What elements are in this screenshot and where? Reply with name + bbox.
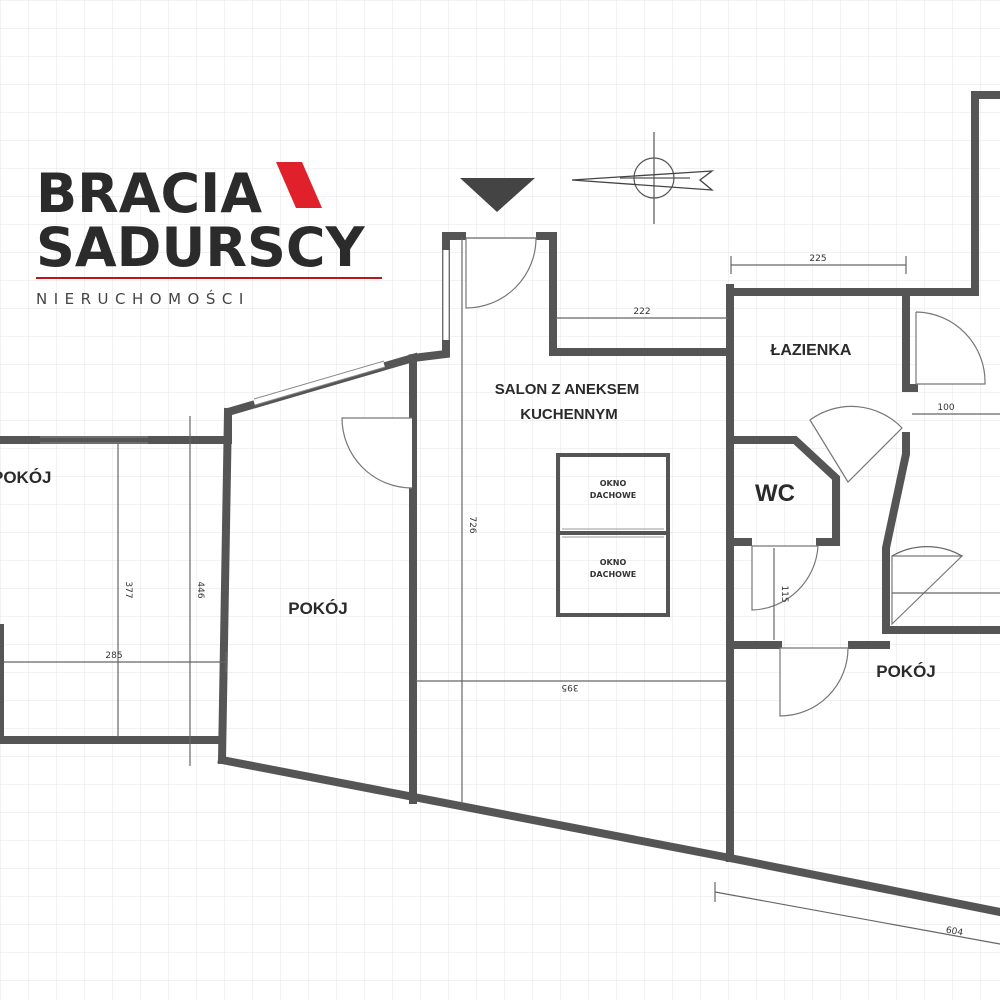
wc-door (751, 545, 819, 611)
doors (341, 237, 986, 717)
bathroom-door (809, 405, 903, 483)
compass-north-icon (571, 132, 715, 224)
middle-room-door (341, 417, 413, 489)
dim-115: 115 (779, 585, 789, 602)
skylight-1-line1: OKNO (600, 479, 627, 488)
room-salon-line1: SALON Z ANEKSEM (495, 381, 639, 398)
skylight-1-line2: DACHOWE (590, 491, 637, 500)
room-middle: POKÓJ (288, 599, 348, 618)
dim-377: 377 (123, 581, 133, 598)
dim-100: 100 (937, 403, 954, 413)
room-left: POKÓJ (0, 468, 52, 487)
logo-slash-icon (276, 162, 322, 208)
entrance-door (465, 237, 537, 309)
right-room-door (779, 647, 849, 717)
skylight-2-line1: OKNO (600, 558, 627, 567)
room-bathroom: ŁAZIENKA (771, 342, 852, 359)
logo-line2: SADURSCY (36, 216, 365, 279)
logo: BRACIA SADURSCY NIERUCHOMOŚCI (36, 162, 382, 308)
room-right: POKÓJ (876, 662, 936, 681)
logo-tagline: NIERUCHOMOŚCI (36, 289, 250, 308)
dim-604: 604 (945, 926, 964, 939)
wall-windows (40, 250, 450, 444)
skylight-2-line2: DACHOWE (590, 570, 637, 579)
hall-door (915, 311, 986, 385)
logo-line1: BRACIA (36, 162, 262, 225)
dim-225: 225 (809, 254, 826, 264)
dim-726: 726 (467, 516, 477, 533)
entrance-arrow-icon (460, 178, 535, 212)
dim-395: 395 (561, 682, 578, 692)
room-salon-line2: KUCHENNYM (520, 406, 618, 423)
dimension-lines (4, 238, 1000, 945)
dim-285: 285 (105, 651, 122, 661)
dim-222: 222 (633, 307, 650, 317)
side-door (891, 555, 964, 626)
skylights: OKNO DACHOWE OKNO DACHOWE (556, 453, 670, 617)
dim-446: 446 (195, 581, 205, 598)
room-wc: WC (755, 480, 795, 507)
